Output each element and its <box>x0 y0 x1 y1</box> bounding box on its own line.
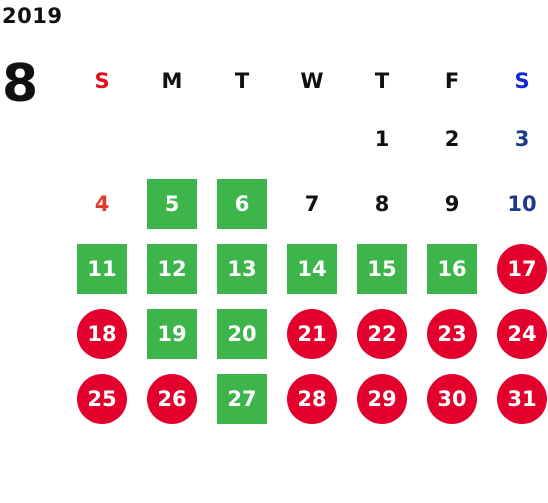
month-label: 8 <box>2 54 39 114</box>
day-cell: 4 <box>67 171 137 236</box>
day-1: 1 <box>374 126 390 151</box>
day-cell: 27 <box>207 366 277 431</box>
day-cell: 24 <box>487 301 548 366</box>
day-cell: 8 <box>347 171 417 236</box>
day-30: 30 <box>427 373 477 424</box>
day-cell: 14 <box>277 236 347 301</box>
day-cell: 9 <box>417 171 487 236</box>
day-22: 22 <box>357 308 407 359</box>
weekday-mon: M <box>161 69 183 93</box>
day-cell <box>207 106 277 171</box>
day-cell: 18 <box>67 301 137 366</box>
day-18: 18 <box>77 308 127 359</box>
day-27: 27 <box>217 373 267 424</box>
day-31: 31 <box>497 373 547 424</box>
weekday-fri: F <box>444 69 460 93</box>
day-empty <box>77 114 127 164</box>
day-cell: 1 <box>347 106 417 171</box>
day-cell: 16 <box>417 236 487 301</box>
day-26: 26 <box>147 373 197 424</box>
day-cell: 12 <box>137 236 207 301</box>
day-cell: 17 <box>487 236 548 301</box>
day-cell: 10 <box>487 171 548 236</box>
day-29: 29 <box>357 373 407 424</box>
day-11: 11 <box>77 243 127 294</box>
weekday-tue: T <box>234 69 250 93</box>
weekday-wed: W <box>300 69 324 93</box>
day-12: 12 <box>147 243 197 294</box>
day-cell: 26 <box>137 366 207 431</box>
day-15: 15 <box>357 243 407 294</box>
day-cell: 2 <box>417 106 487 171</box>
day-24: 24 <box>497 308 547 359</box>
day-cell <box>137 106 207 171</box>
day-cell <box>67 106 137 171</box>
day-13: 13 <box>217 243 267 294</box>
day-cell: 21 <box>277 301 347 366</box>
day-cell <box>277 106 347 171</box>
day-3: 3 <box>514 126 530 151</box>
day-20: 20 <box>217 308 267 359</box>
day-17: 17 <box>497 243 547 294</box>
day-23: 23 <box>427 308 477 359</box>
day-cell: 20 <box>207 301 277 366</box>
day-cell: 6 <box>207 171 277 236</box>
day-cell: 19 <box>137 301 207 366</box>
weekday-thu: T <box>374 69 390 93</box>
day-cell: 23 <box>417 301 487 366</box>
day-21: 21 <box>287 308 337 359</box>
day-empty <box>287 114 337 164</box>
day-cell: 29 <box>347 366 417 431</box>
day-cell: 3 <box>487 106 548 171</box>
day-14: 14 <box>287 243 337 294</box>
day-cell: 30 <box>417 366 487 431</box>
day-cell: 22 <box>347 301 417 366</box>
day-4: 4 <box>94 191 110 216</box>
day-cell: 11 <box>67 236 137 301</box>
day-cell: 15 <box>347 236 417 301</box>
weekday-sun: S <box>94 69 110 93</box>
day-2: 2 <box>444 126 460 151</box>
day-7: 7 <box>304 191 320 216</box>
day-cell: 13 <box>207 236 277 301</box>
day-cell: 7 <box>277 171 347 236</box>
year-label: 2019 <box>2 4 63 28</box>
day-cell: 31 <box>487 366 548 431</box>
day-25: 25 <box>77 373 127 424</box>
day-16: 16 <box>427 243 477 294</box>
day-8: 8 <box>374 191 390 216</box>
calendar-grid: S M T W T F S 1 2 3 4 5 6 7 8 9 10 11 12… <box>67 56 548 431</box>
day-cell: 28 <box>277 366 347 431</box>
day-cell: 25 <box>67 366 137 431</box>
day-empty <box>147 114 197 164</box>
day-10: 10 <box>507 191 537 216</box>
day-cell: 5 <box>137 171 207 236</box>
day-9: 9 <box>444 191 460 216</box>
day-6: 6 <box>217 178 267 229</box>
day-28: 28 <box>287 373 337 424</box>
day-empty <box>217 114 267 164</box>
day-19: 19 <box>147 308 197 359</box>
weekday-sat: S <box>514 69 530 93</box>
day-5: 5 <box>147 178 197 229</box>
